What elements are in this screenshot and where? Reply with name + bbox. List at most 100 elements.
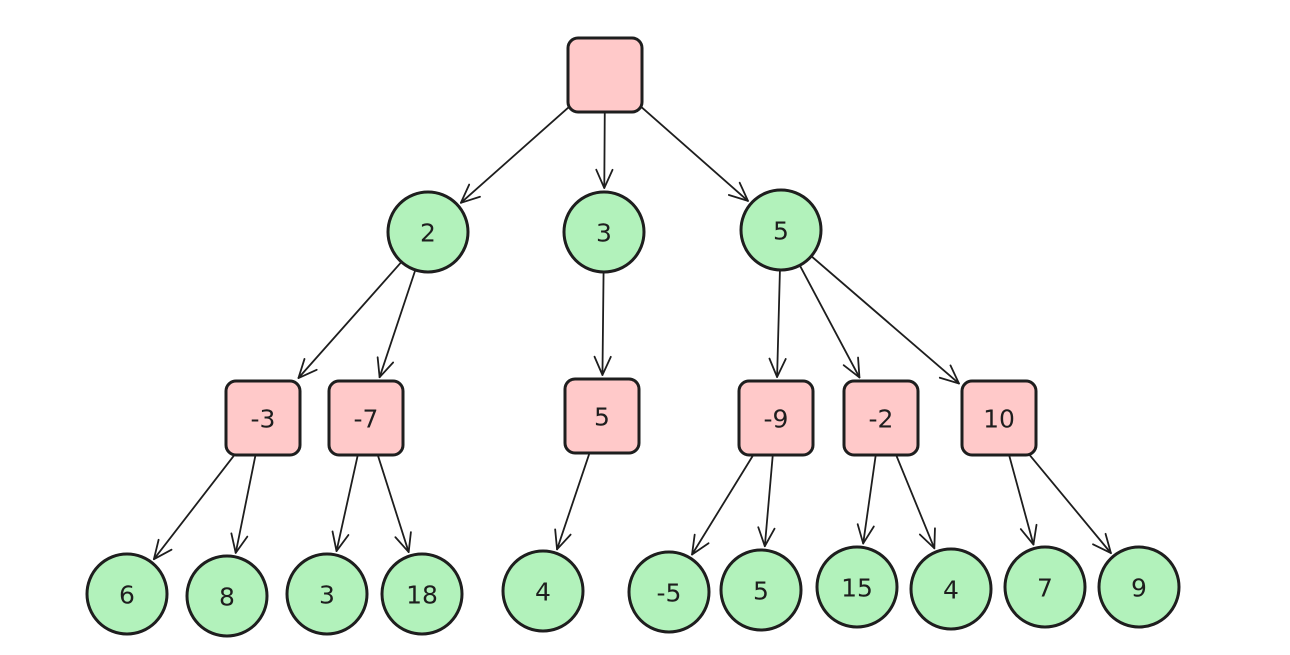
min-node-square: [737, 379, 815, 457]
node-a3: 5: [739, 188, 823, 272]
min-node-square: [842, 379, 920, 457]
max-node-circle: [501, 549, 585, 633]
edge-root-a1: [460, 104, 572, 204]
edge-line: [297, 258, 406, 379]
edge-b4-c7: [757, 450, 776, 548]
edge-a3-b5: [797, 260, 861, 379]
arrowhead-icon: [938, 364, 960, 385]
edge-line: [776, 265, 781, 378]
edge-line: [807, 252, 960, 385]
edge-b4-c6: [691, 450, 757, 556]
edge-a3-b6: [807, 252, 960, 385]
edge-line: [460, 104, 572, 204]
arrowhead-icon: [554, 528, 572, 551]
min-node-square: [327, 379, 405, 457]
edge-root-a3: [638, 104, 749, 202]
max-node-circle: [185, 554, 269, 638]
edge-line: [153, 450, 238, 561]
arrowhead-icon: [918, 527, 936, 550]
edge-line: [1026, 451, 1112, 555]
node-c11: 9: [1097, 545, 1181, 629]
arrowhead-icon: [331, 530, 350, 552]
edge-line: [335, 450, 360, 552]
max-node-circle: [627, 550, 711, 634]
arrowhead-icon: [460, 183, 481, 204]
edge-a1-b1: [297, 258, 406, 379]
node-a1: 2: [386, 190, 470, 274]
node-label: 8: [219, 583, 235, 612]
node-c1: 6: [85, 552, 169, 636]
node-label: 2: [420, 219, 436, 248]
node-b6: 10: [960, 379, 1038, 457]
min-node-square: [563, 377, 641, 455]
edge-b6-c10: [1007, 450, 1038, 546]
node-label: 18: [406, 581, 438, 610]
edge-line: [763, 450, 775, 548]
arrowhead-icon: [691, 533, 710, 556]
node-c8: 15: [815, 545, 899, 629]
node-label: 10: [983, 405, 1015, 434]
node-c7: 5: [719, 548, 803, 632]
min-node-square: [566, 36, 644, 114]
edge-line: [234, 450, 258, 554]
node-b5: -2: [842, 379, 920, 457]
max-node-circle: [562, 190, 646, 274]
node-b1: -3: [224, 379, 302, 457]
node-b2: -7: [327, 379, 405, 457]
arrowhead-icon: [593, 355, 612, 376]
node-label: 5: [594, 403, 610, 432]
edge-line: [603, 107, 606, 189]
max-node-circle: [739, 188, 823, 272]
max-node-circle: [386, 190, 470, 274]
edge-line: [1007, 450, 1035, 546]
edge-b1-c1: [153, 450, 238, 561]
node-c4: 18: [380, 552, 464, 636]
arrowhead-icon: [768, 357, 787, 378]
node-b3: 5: [563, 377, 641, 455]
node-label: -2: [869, 405, 894, 434]
node-root: [566, 36, 644, 114]
node-label: -5: [657, 579, 682, 608]
arrowhead-icon: [230, 532, 249, 554]
arrowhead-icon: [394, 531, 412, 553]
edge-line: [375, 450, 410, 553]
arrowhead-icon: [757, 526, 776, 548]
node-label: 9: [1131, 574, 1147, 603]
arrowhead-icon: [595, 168, 614, 189]
arrowhead-icon: [842, 356, 861, 379]
node-label: 4: [943, 576, 959, 605]
node-label: -3: [251, 405, 276, 434]
max-node-circle: [285, 552, 369, 636]
edge-line: [691, 450, 757, 556]
min-node-square: [224, 379, 302, 457]
edge-b5-c8: [856, 450, 878, 545]
edge-a2-b3: [593, 267, 612, 376]
node-c2: 8: [185, 554, 269, 638]
node-label: 5: [753, 577, 769, 606]
edge-line: [862, 450, 878, 545]
edge-line: [601, 267, 605, 376]
min-node-square: [960, 379, 1038, 457]
node-label: 3: [596, 219, 612, 248]
arrowhead-icon: [1019, 523, 1038, 546]
edge-line: [638, 104, 749, 202]
arrowhead-icon: [1092, 532, 1112, 555]
max-node-circle: [909, 547, 993, 631]
node-label: 5: [773, 217, 789, 246]
edge-line: [893, 450, 936, 550]
edges-layer: [153, 104, 1112, 561]
arrowhead-icon: [856, 523, 875, 545]
edge-b2-c4: [375, 450, 412, 553]
edge-line: [556, 448, 592, 551]
edge-b2-c3: [331, 450, 360, 552]
max-node-circle: [719, 548, 803, 632]
edge-b3-c5: [554, 448, 592, 551]
node-c5: 4: [501, 549, 585, 633]
node-label: 4: [535, 578, 551, 607]
edge-b1-c2: [230, 450, 258, 554]
node-c10: 7: [1003, 545, 1087, 629]
max-node-circle: [1097, 545, 1181, 629]
max-node-circle: [85, 552, 169, 636]
